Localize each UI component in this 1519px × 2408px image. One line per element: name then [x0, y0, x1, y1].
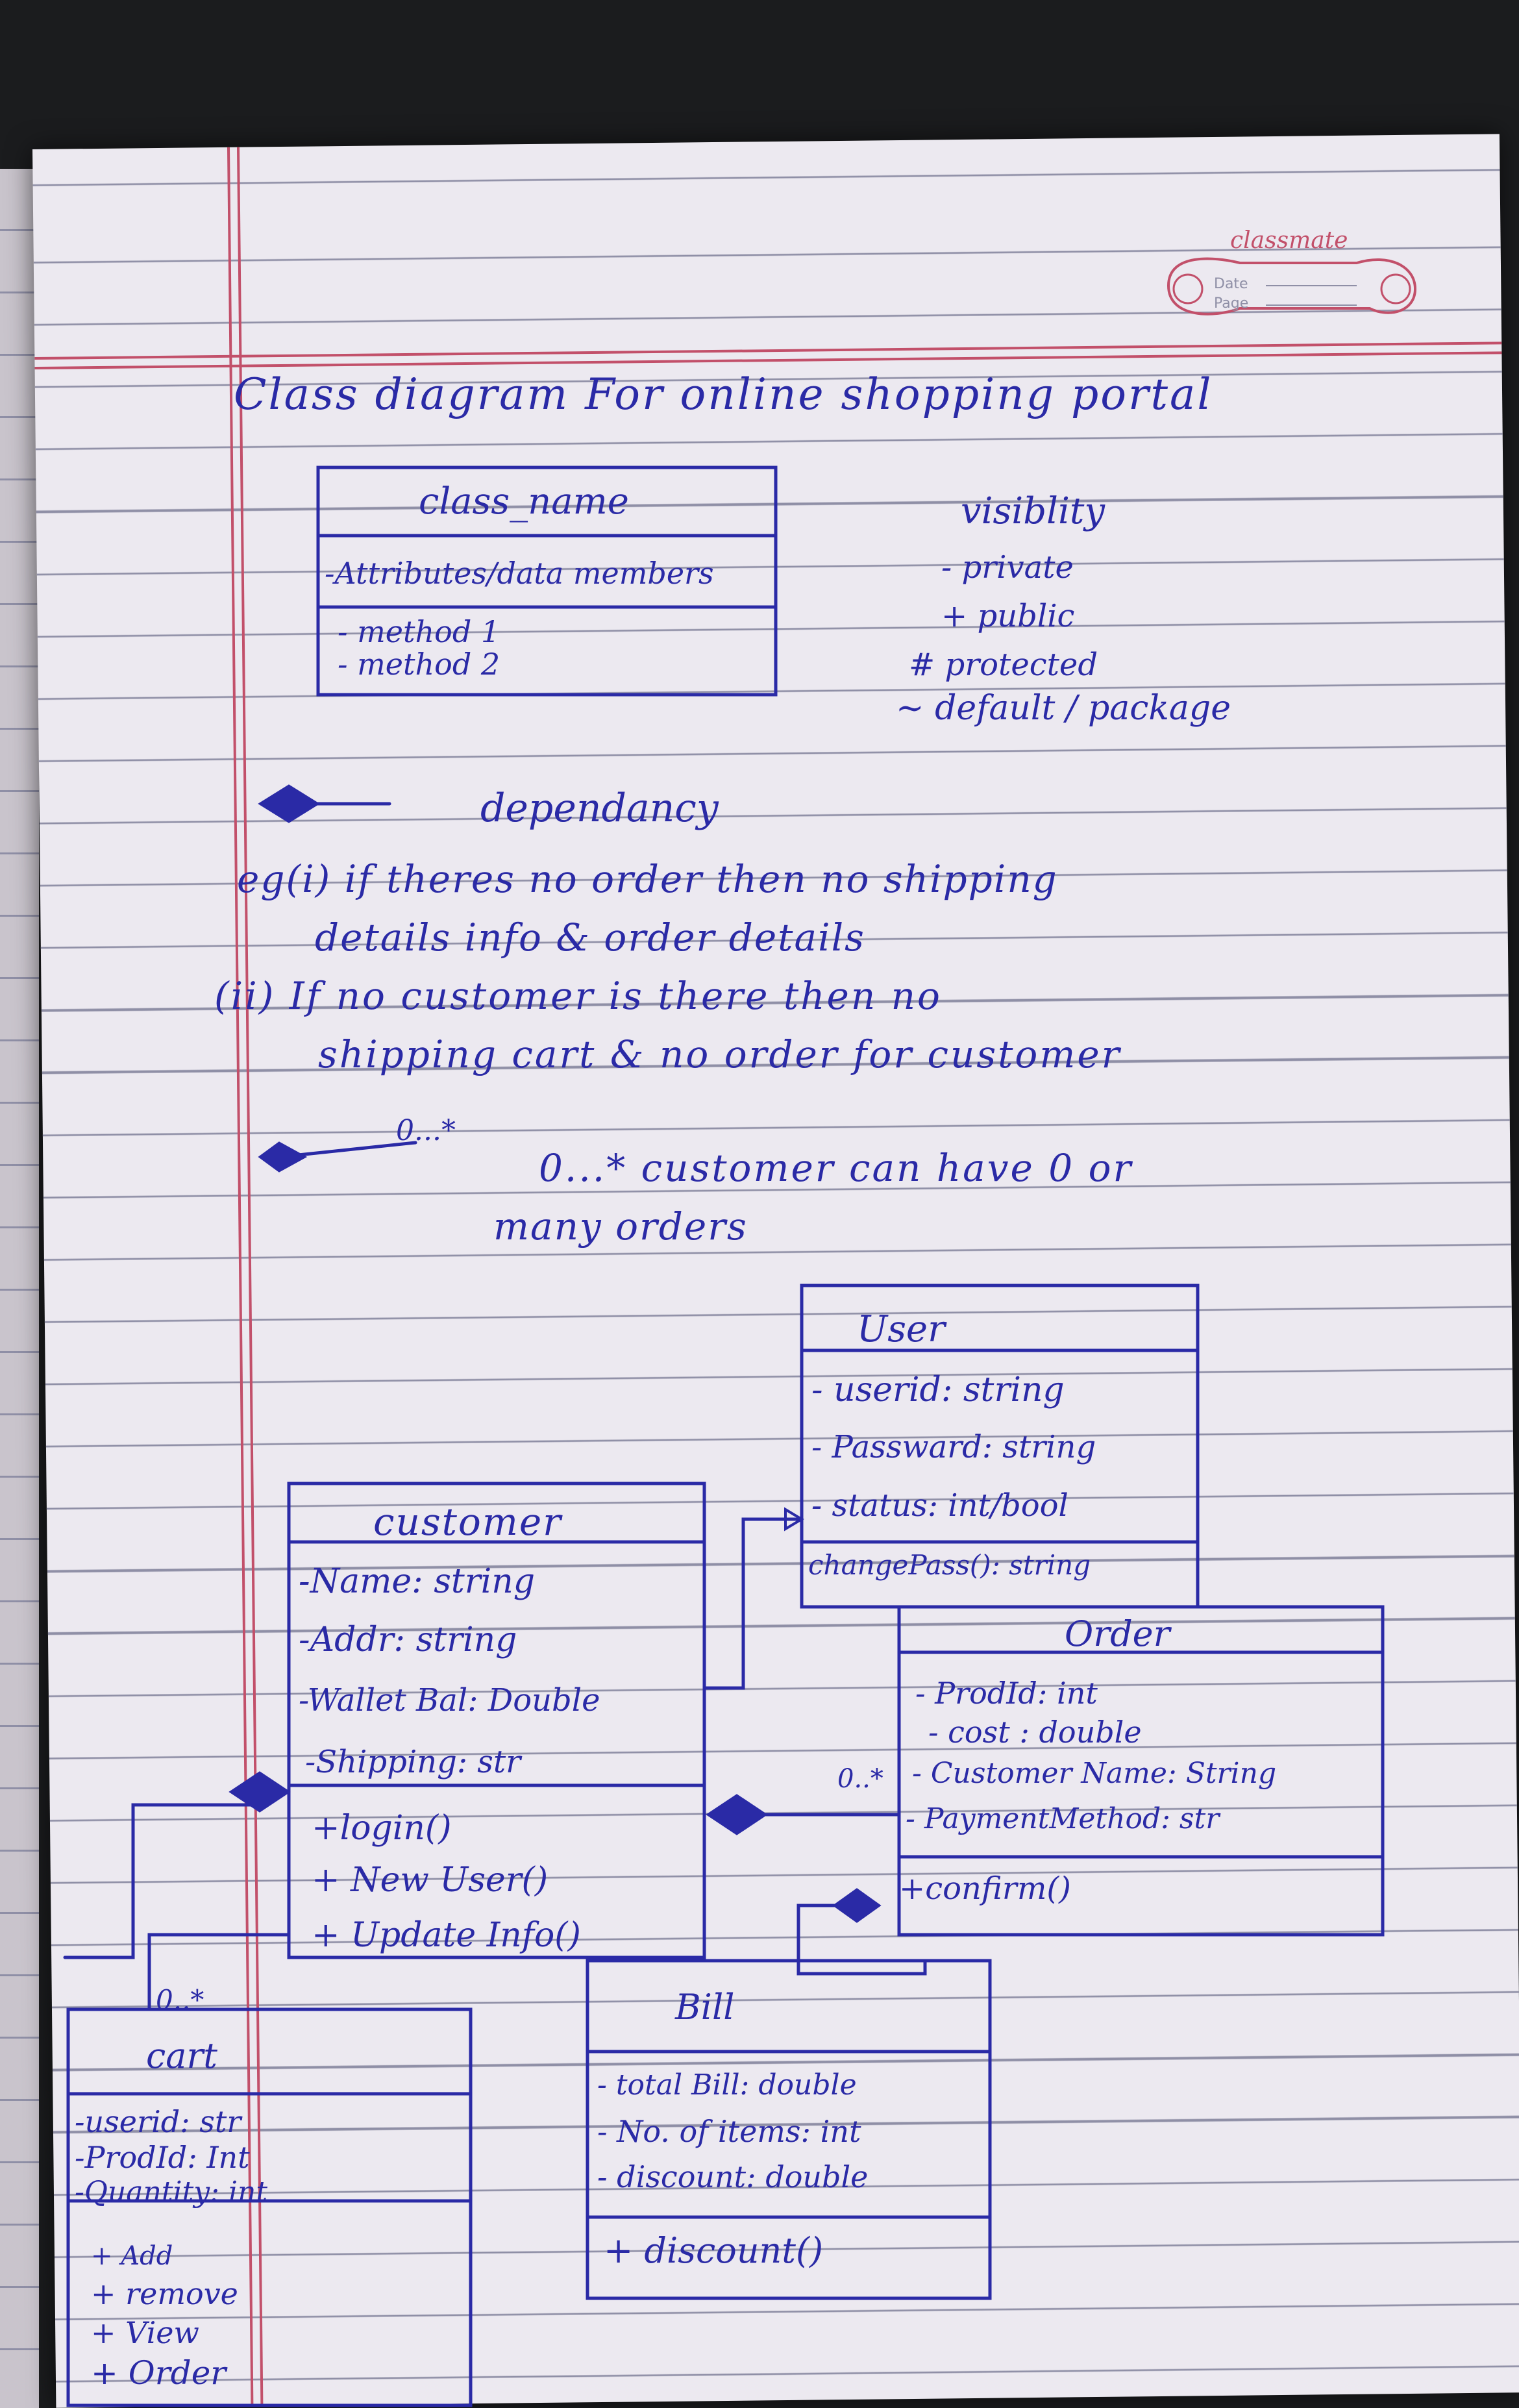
user-class-name: User [857, 1308, 945, 1350]
bill-attribute: - No. of items: int [597, 2114, 861, 2149]
multiplicity-line-1: 0...* customer can have 0 or [539, 1146, 1133, 1190]
dependency-example-1-line-2: details info & order details [315, 915, 865, 960]
legend-attributes: -Attributes/data members [325, 556, 714, 591]
cart-method: + View [91, 2315, 199, 2350]
customer-attribute: -Wallet Bal: Double [299, 1682, 600, 1719]
customer-class-box [287, 1482, 706, 1959]
cart-attribute: -ProdId: Int [75, 2140, 250, 2175]
customer-method: +login() [312, 1809, 452, 1848]
bill-attribute: - discount: double [597, 2159, 869, 2194]
order-method: +confirm() [899, 1870, 1071, 1907]
bill-class-name: Bill [675, 1987, 735, 2028]
customer-order-multiplicity: 0..* [837, 1764, 883, 1794]
cart-attribute: -Quantity: int [75, 2176, 268, 2209]
cart-class-box [66, 2007, 473, 2407]
legend-box-outline [316, 465, 778, 697]
cart-class-name: cart [146, 2035, 217, 2076]
customer-attribute: -Addr: string [299, 1620, 517, 1659]
user-method: changePass(): string [808, 1549, 1091, 1581]
cart-attribute: -userid: str [75, 2104, 241, 2139]
user-attribute: - Passward: string [811, 1429, 1096, 1465]
bill-method: + discount() [604, 2230, 824, 2271]
visibility-heading: visiblity [961, 490, 1105, 532]
order-attribute: - Customer Name: String [912, 1757, 1277, 1790]
cart-method: + Add [91, 2241, 173, 2271]
dependency-diamond-icon [258, 784, 320, 823]
customer-order-diamond-icon [706, 1794, 768, 1835]
legend-class-name: class_name [419, 480, 629, 523]
customer-cart-multiplicity: 0..* [156, 1984, 204, 2016]
dependency-example-1-line-1: eg(i) if theres no order then no shippin… [237, 857, 1058, 901]
visibility-item: # protected [909, 647, 1098, 683]
legend-method-1: - method 1 [338, 614, 500, 649]
user-attribute: - status: int/bool [811, 1487, 1068, 1524]
bill-attribute: - total Bill: double [597, 2068, 857, 2102]
visibility-item: - private [941, 549, 1074, 586]
bill-class-box [586, 1959, 992, 2300]
cart-method: + remove [91, 2276, 238, 2311]
page-title: Class diagram For online shopping portal [234, 369, 1213, 419]
left-page-edge [0, 169, 39, 2408]
page-label: Page [1214, 295, 1249, 312]
order-attribute: - PaymentMethod: str [906, 1802, 1220, 1835]
dependency-label: dependancy [480, 786, 719, 831]
classmate-logo: classmate Date Page [1142, 227, 1428, 344]
user-attribute: - userid: string [811, 1371, 1065, 1409]
customer-class-name: customer [373, 1500, 562, 1544]
cart-method: + Order [91, 2354, 227, 2392]
brand-name: classmate [1230, 227, 1348, 254]
visibility-item: ~ default / package [896, 689, 1231, 728]
date-label: Date [1214, 276, 1248, 292]
dependency-example-2-line-2: shipping cart & no order for customer [318, 1032, 1122, 1076]
order-bill-diamond-icon [832, 1888, 882, 1923]
order-attribute: - ProdId: int [915, 1676, 1098, 1711]
customer-attribute: -Name: string [299, 1562, 536, 1601]
visibility-item: + public [941, 598, 1075, 634]
legend-method-2: - method 2 [338, 647, 500, 682]
multiplicity-arrow-label: 0...* [396, 1114, 456, 1147]
multiplicity-line-2: many orders [493, 1204, 748, 1248]
dependency-example-2-line-1: (ii) If no customer is there then no [214, 974, 942, 1018]
logo-frame [1167, 257, 1417, 316]
customer-attribute: -Shipping: str [305, 1744, 521, 1780]
order-attribute: - cost : double [928, 1715, 1142, 1750]
order-class-box [897, 1605, 1385, 1937]
customer-cart-diamond-icon [228, 1771, 291, 1813]
inheritance-arrow-icon [784, 1507, 804, 1532]
customer-method: + New User() [312, 1861, 549, 1900]
order-class-name: Order [1065, 1613, 1170, 1654]
customer-method: + Update Info() [312, 1916, 581, 1955]
multiplicity-diamond-icon [258, 1141, 308, 1173]
